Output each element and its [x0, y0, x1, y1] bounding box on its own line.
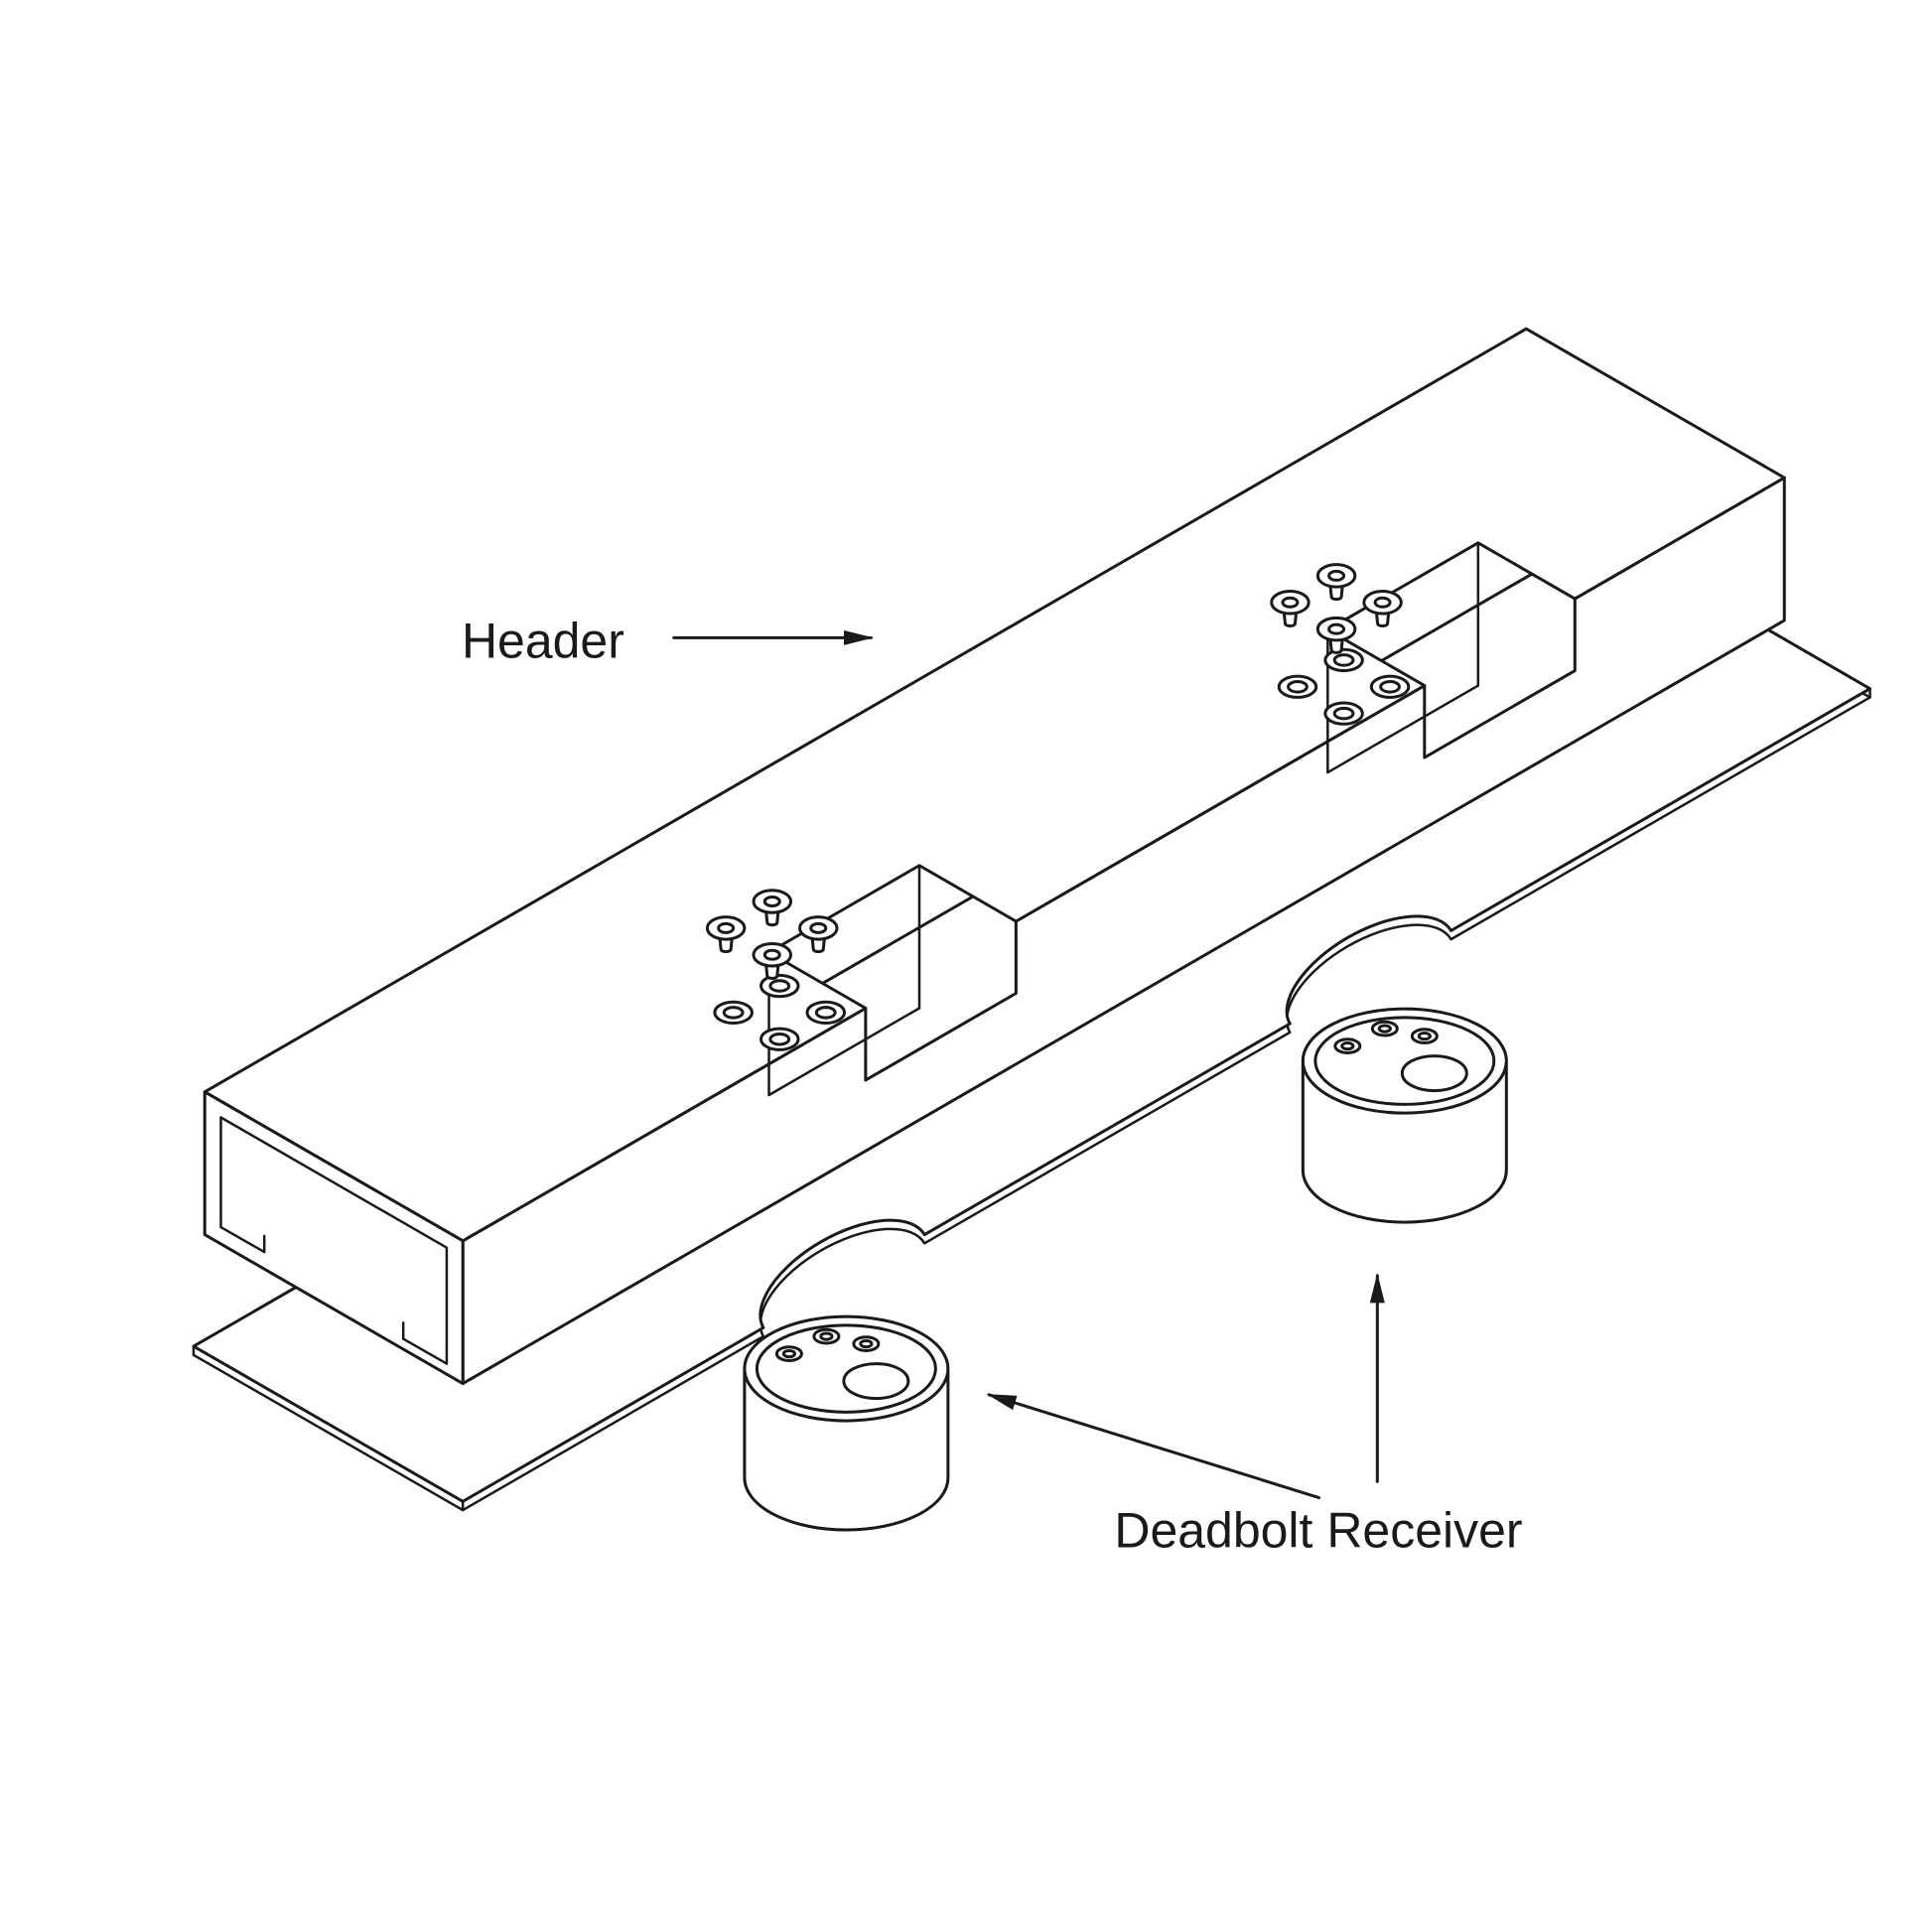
- header-top-face: [203, 327, 1786, 1243]
- flat-head-screw: [1362, 590, 1403, 628]
- plate-thickness-edge: [192, 540, 1871, 1512]
- header-channel: [203, 327, 1786, 1386]
- channel-inner-profile: [219, 1116, 449, 1365]
- header-end-face: [203, 1090, 465, 1386]
- header-label: Header: [462, 613, 624, 668]
- plate-corner-ticks: [192, 687, 1871, 1512]
- deadbolt-receiver-label: Deadbolt Receiver: [1114, 1503, 1522, 1559]
- screw-hole: [1369, 674, 1411, 699]
- deadbolt-arrow-front: [986, 1393, 1321, 1500]
- callout-header: Header: [462, 613, 874, 668]
- screw-hole: [805, 1000, 847, 1025]
- screw-hole: [1323, 701, 1364, 726]
- screw-hole: [759, 1027, 800, 1051]
- header-front-face: [461, 476, 1786, 1386]
- deadbolt-receiver-front: [743, 1314, 950, 1532]
- screw-hole: [1277, 674, 1318, 699]
- callout-deadbolt-receiver: Deadbolt Receiver: [986, 1273, 1523, 1559]
- screw-hole: [713, 1000, 754, 1025]
- deadbolt-receiver-rear: [1301, 1007, 1508, 1224]
- screw-hole: [1323, 647, 1364, 673]
- flat-head-screw: [798, 915, 839, 954]
- screw-hole: [759, 973, 800, 999]
